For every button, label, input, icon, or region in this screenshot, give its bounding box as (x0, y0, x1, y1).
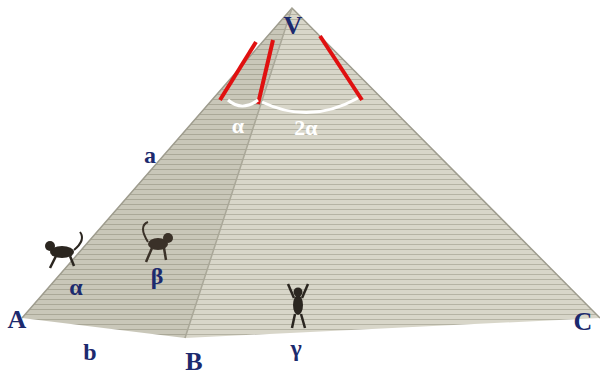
edge-mark (258, 40, 273, 104)
monkey-figure (143, 222, 173, 262)
edge-mark (320, 36, 362, 100)
angle-label: 2α (294, 117, 317, 139)
angle-label: β (151, 264, 164, 288)
angle-arc (262, 98, 358, 113)
pyramid-edge (185, 8, 292, 338)
vertex-label: B (185, 349, 202, 375)
angle-label: α (69, 275, 82, 299)
angle-arc (228, 100, 258, 106)
edge-label: b (83, 340, 96, 364)
edge-label: a (144, 143, 156, 167)
vertex-label: A (8, 307, 27, 333)
vertex-label: C (574, 309, 593, 335)
angle-label: γ (290, 336, 301, 360)
vertex-label: V (284, 13, 303, 39)
edge-mark (220, 42, 256, 100)
pyramid-outline (22, 8, 600, 318)
right-face (185, 8, 600, 338)
monkey-figure (45, 232, 82, 268)
monkey-figure (288, 284, 308, 328)
angle-label: α (232, 115, 244, 137)
